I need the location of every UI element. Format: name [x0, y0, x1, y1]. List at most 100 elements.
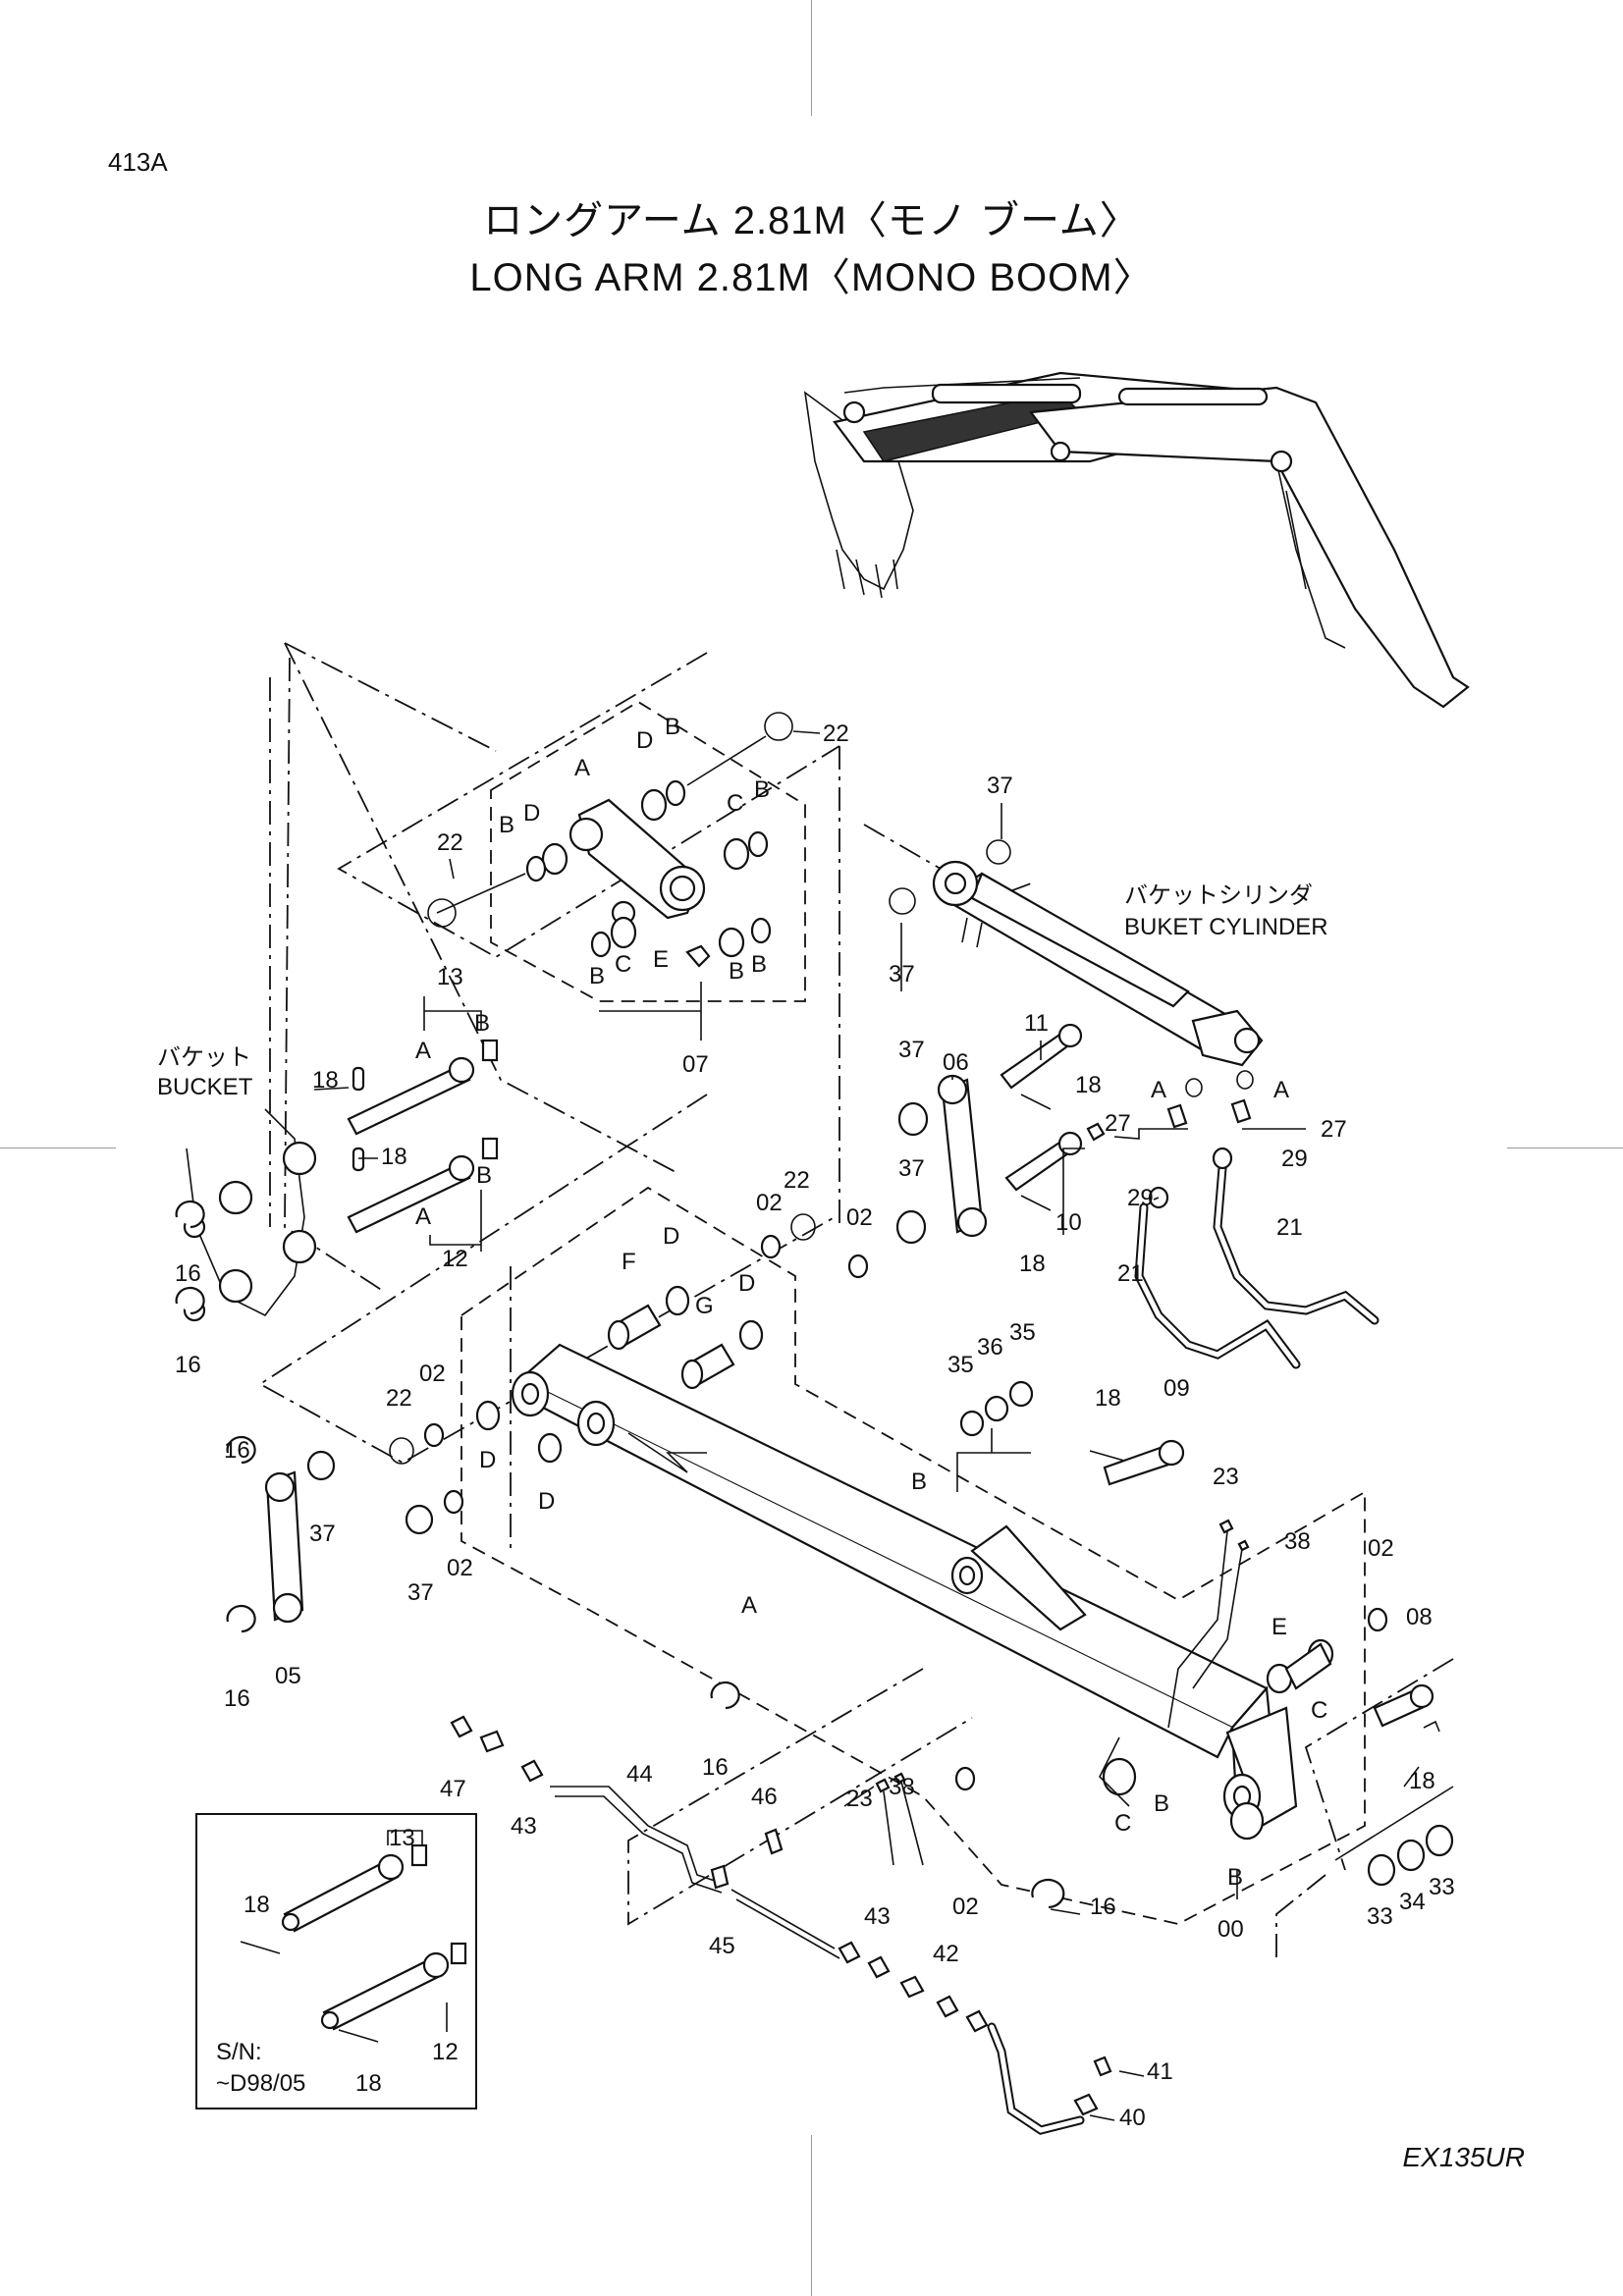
title-japanese: ロングアーム 2.81M〈モノ ブーム〉	[483, 199, 1140, 242]
callout-B: B	[754, 776, 770, 803]
callout-44: 44	[626, 1761, 653, 1788]
crop-mark-bottom	[811, 2135, 812, 2296]
callout-D: D	[538, 1488, 555, 1515]
callout-labels: 22 D B A 22 B D C B B C E B B 07 37 37 1…	[175, 714, 1455, 2131]
callout-F: F	[622, 1249, 636, 1275]
callout-09: 09	[1163, 1375, 1190, 1402]
title-english: LONG ARM 2.81M〈MONO BOOM〉	[469, 256, 1154, 299]
callout-18: 18	[1075, 1072, 1102, 1098]
callout-37: 37	[987, 773, 1013, 799]
inset-callout-12: 12	[432, 2039, 459, 2065]
callout-02: 02	[952, 1894, 979, 1920]
bushings	[475, 1285, 1334, 1694]
callout-02: 02	[1368, 1535, 1394, 1562]
callout-C: C	[1114, 1810, 1131, 1837]
callout-B: B	[665, 714, 680, 740]
callout-02: 02	[447, 1555, 473, 1581]
callout-40: 40	[1119, 2105, 1146, 2131]
callout-B: B	[751, 951, 767, 978]
callout-37: 37	[898, 1037, 925, 1063]
crop-mark-top	[811, 0, 812, 116]
callout-D: D	[636, 727, 653, 754]
rings-and-washers	[389, 1213, 1454, 1887]
callout-16: 16	[224, 1685, 250, 1712]
callout-22: 22	[784, 1167, 810, 1194]
callout-43: 43	[864, 1903, 891, 1930]
callout-02: 02	[756, 1190, 783, 1216]
bucket-label-en: BUCKET	[157, 1074, 253, 1100]
callout-D: D	[738, 1270, 755, 1297]
callout-E: E	[653, 946, 669, 973]
grease-lines	[450, 1715, 1112, 2135]
callout-07: 07	[682, 1051, 709, 1078]
callout-38: 38	[889, 1774, 915, 1800]
callout-34: 34	[1399, 1889, 1426, 1915]
callout-A: A	[1151, 1077, 1166, 1103]
link-06	[895, 1023, 1106, 1245]
callout-D: D	[523, 800, 540, 827]
callout-47: 47	[440, 1776, 466, 1802]
callout-11: 11	[1024, 1010, 1049, 1037]
dashed-group-boxes	[460, 700, 1366, 1925]
callout-36: 36	[977, 1334, 1003, 1361]
callout-22: 22	[437, 829, 463, 856]
callout-A: A	[415, 1203, 431, 1230]
callout-16: 16	[175, 1352, 201, 1378]
leader-lines	[313, 730, 1454, 2121]
callout-37: 37	[407, 1579, 434, 1606]
callout-B: B	[589, 963, 605, 989]
inset-sn-label: S/N:	[216, 2039, 262, 2065]
callout-10: 10	[1055, 1209, 1082, 1236]
callout-C: C	[727, 790, 743, 817]
link-05	[264, 1450, 464, 1624]
callout-08: 08	[1406, 1604, 1433, 1630]
callout-18: 18	[1019, 1251, 1046, 1277]
callout-D: D	[479, 1447, 496, 1473]
callout-18: 18	[1095, 1385, 1121, 1412]
callout-37: 37	[309, 1521, 336, 1547]
bucket-pins	[347, 1039, 499, 1234]
callout-22: 22	[386, 1385, 412, 1412]
callout-27: 27	[1321, 1116, 1347, 1143]
callout-A: A	[415, 1038, 431, 1064]
callout-13: 13	[437, 964, 463, 990]
callout-23: 23	[1213, 1464, 1239, 1490]
callout-21: 21	[1276, 1214, 1303, 1241]
arm-main	[511, 1343, 1298, 1841]
callout-G: G	[695, 1293, 714, 1319]
callout-33: 33	[1429, 1874, 1455, 1900]
callout-A: A	[1273, 1077, 1289, 1103]
inset-sn-range: ~D98/05	[216, 2070, 305, 2097]
inset-early-serial-pins: 13 18 12 18 S/N: ~D98/05	[195, 1813, 477, 2109]
callout-B: B	[499, 812, 514, 838]
callout-C: C	[1311, 1697, 1327, 1724]
callout-06: 06	[943, 1049, 969, 1076]
callout-B: B	[729, 958, 744, 985]
callout-18: 18	[1409, 1768, 1435, 1794]
hoses-21	[1134, 1070, 1380, 1369]
inset-callout-18: 18	[243, 1892, 270, 1918]
phantom-outlines	[258, 642, 1454, 1963]
callout-A: A	[741, 1592, 757, 1619]
cylinder-label-ja: バケットシリンダ	[1124, 882, 1313, 909]
callout-A: A	[574, 755, 590, 781]
overview-excavator-arm-illustration	[803, 371, 1470, 709]
callout-41: 41	[1147, 2058, 1173, 2085]
callout-21: 21	[1117, 1260, 1144, 1287]
callout-29: 29	[1281, 1146, 1308, 1172]
callout-43: 43	[511, 1813, 537, 1840]
page-code: 413A	[108, 147, 168, 177]
bucket-label-ja: バケット	[157, 1044, 251, 1071]
callout-22: 22	[823, 721, 849, 747]
callout-35: 35	[947, 1352, 974, 1378]
grease-fittings	[875, 1519, 1250, 1866]
model-code: EX135UR	[1402, 2142, 1525, 2172]
callout-38: 38	[1284, 1528, 1311, 1555]
callout-27: 27	[1105, 1110, 1131, 1137]
callout-B: B	[474, 1010, 490, 1037]
pins-09-08	[1089, 1439, 1440, 1733]
callout-29: 29	[1127, 1185, 1154, 1211]
callout-00: 00	[1217, 1916, 1244, 1943]
callout-D: D	[663, 1223, 679, 1250]
